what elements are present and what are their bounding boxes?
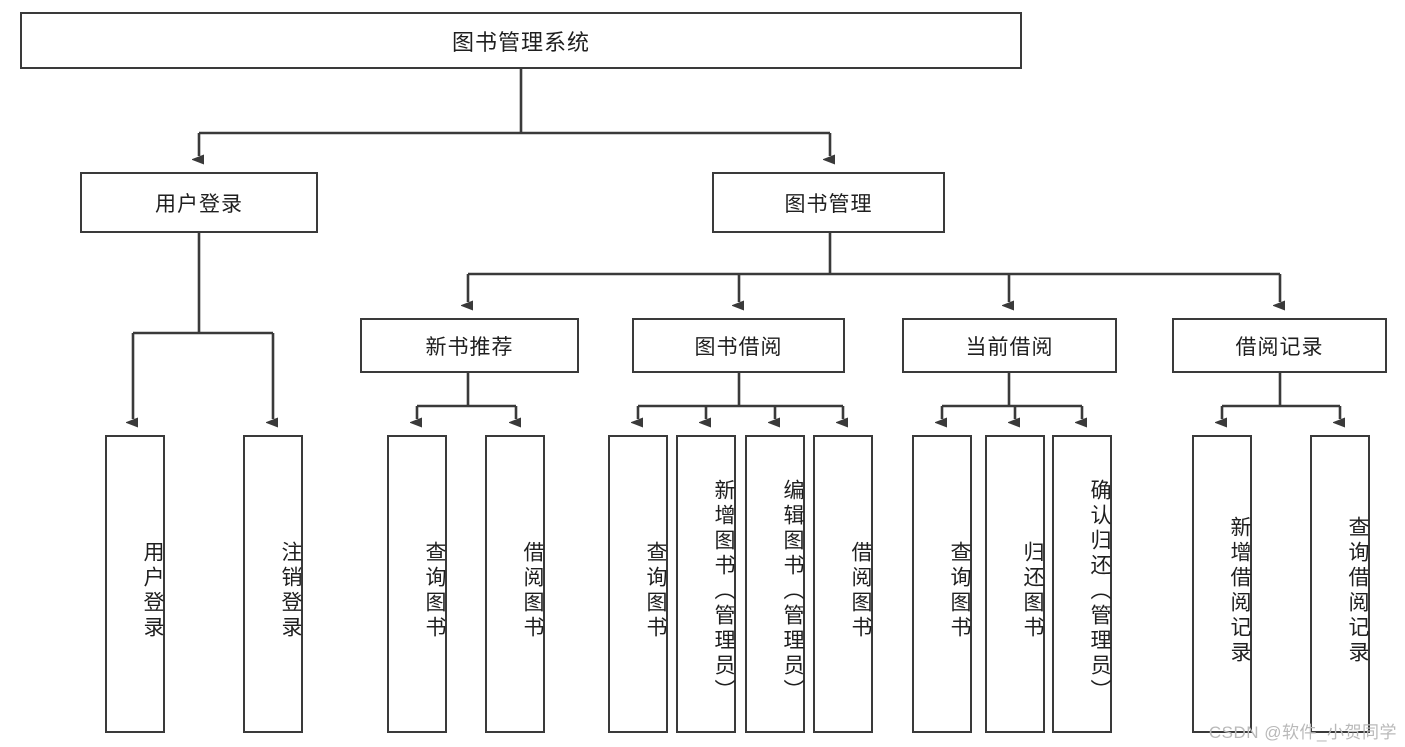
node-book-borrow-label: 图书借阅 [694, 335, 783, 359]
node-root-label: 图书管理系统 [451, 29, 590, 55]
leaf-return-book[interactable]: 归还图书 [985, 435, 1045, 733]
leaf-query-book-1-label: 查询图书 [423, 541, 446, 641]
leaf-confirm-return-label: 确认归还（管理员） [1088, 478, 1111, 704]
leaf-add-record[interactable]: 新增借阅记录 [1192, 435, 1252, 733]
node-borrow-record-label: 借阅记录 [1235, 335, 1324, 359]
leaf-borrow-book-1-label: 借阅图书 [521, 541, 544, 641]
leaf-add-book-label: 新增图书（管理员） [712, 478, 735, 704]
leaf-add-record-label: 新增借阅记录 [1228, 516, 1251, 666]
node-new-book-recommend[interactable]: 新书推荐 [360, 318, 579, 373]
leaf-edit-book-label: 编辑图书（管理员） [781, 478, 804, 704]
leaf-logout[interactable]: 注销登录 [243, 435, 303, 733]
leaf-borrow-book-2-label: 借阅图书 [849, 541, 872, 641]
leaf-user-login-label: 用户登录 [141, 541, 164, 641]
node-book-manage[interactable]: 图书管理 [712, 172, 945, 233]
leaf-query-book-3-label: 查询图书 [948, 541, 971, 641]
leaf-user-login[interactable]: 用户登录 [105, 435, 165, 733]
leaf-query-record[interactable]: 查询借阅记录 [1310, 435, 1370, 733]
node-user-login-label: 用户登录 [155, 192, 243, 216]
leaf-query-book-2[interactable]: 查询图书 [608, 435, 668, 733]
leaf-add-book[interactable]: 新增图书（管理员） [676, 435, 736, 733]
watermark-text: CSDN @软件_小贺同学 [1208, 723, 1397, 742]
node-current-borrow-label: 当前借阅 [965, 335, 1054, 359]
leaf-query-book-3[interactable]: 查询图书 [912, 435, 972, 733]
leaf-query-book-2-label: 查询图书 [644, 541, 667, 641]
node-current-borrow[interactable]: 当前借阅 [902, 318, 1117, 373]
leaf-query-record-label: 查询借阅记录 [1346, 516, 1369, 666]
node-borrow-record[interactable]: 借阅记录 [1172, 318, 1387, 373]
leaf-query-book-1[interactable]: 查询图书 [387, 435, 447, 733]
node-book-manage-label: 图书管理 [784, 192, 873, 216]
node-root-system[interactable]: 图书管理系统 [20, 12, 1022, 69]
node-new-book-recommend-label: 新书推荐 [425, 335, 514, 359]
leaf-confirm-return[interactable]: 确认归还（管理员） [1052, 435, 1112, 733]
node-user-login[interactable]: 用户登录 [80, 172, 318, 233]
leaf-borrow-book-1[interactable]: 借阅图书 [485, 435, 545, 733]
leaf-logout-label: 注销登录 [279, 541, 302, 641]
leaf-return-book-label: 归还图书 [1021, 541, 1044, 641]
leaf-edit-book[interactable]: 编辑图书（管理员） [745, 435, 805, 733]
node-book-borrow[interactable]: 图书借阅 [632, 318, 845, 373]
leaf-borrow-book-2[interactable]: 借阅图书 [813, 435, 873, 733]
